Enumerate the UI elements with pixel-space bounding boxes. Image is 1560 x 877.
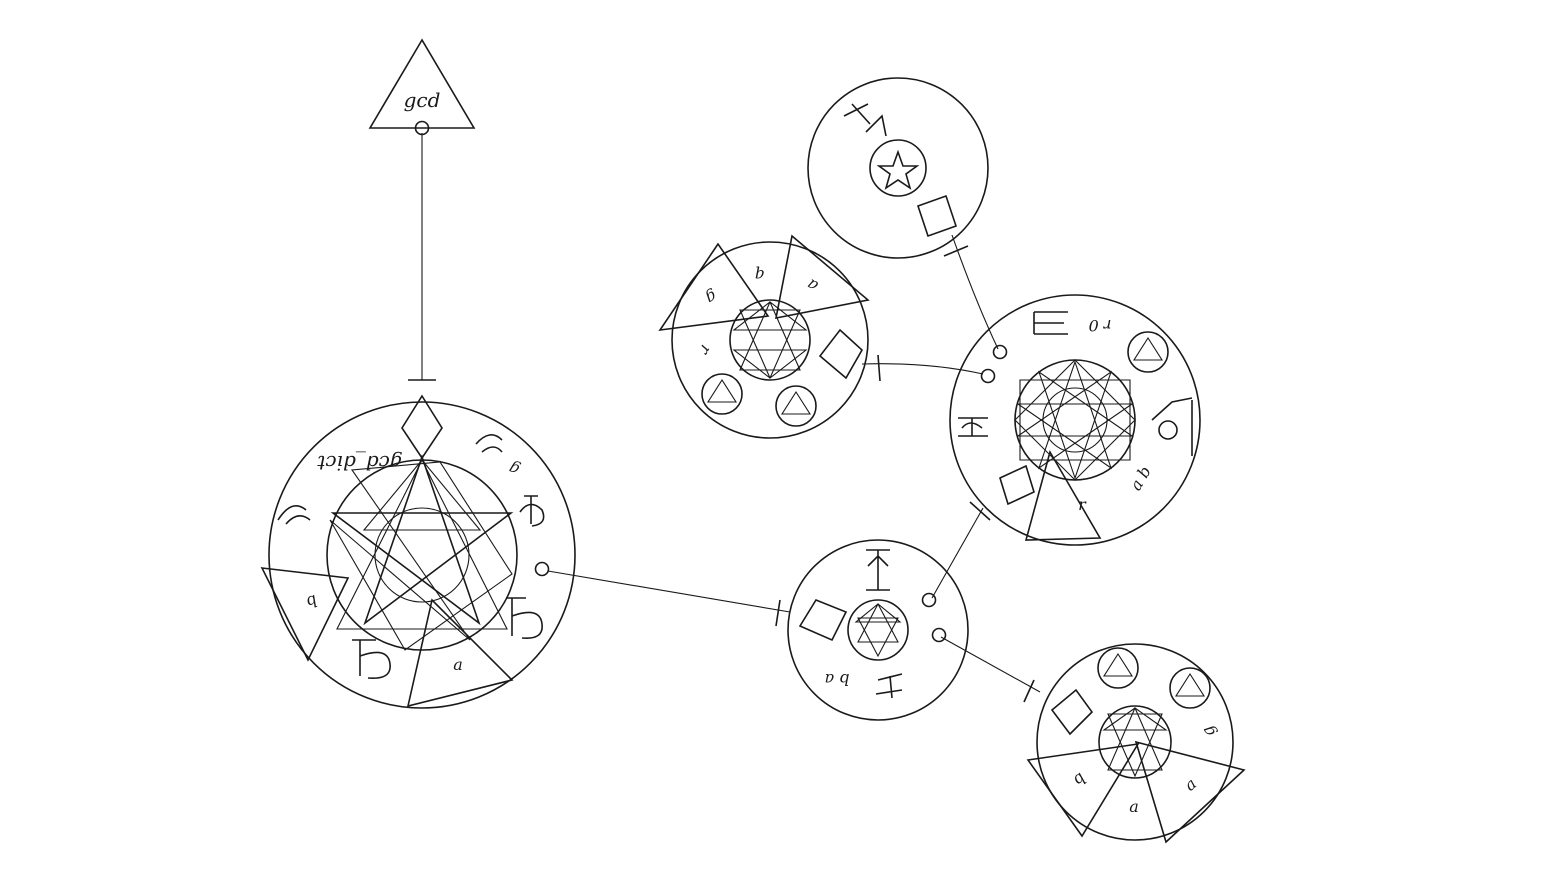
wire-tick [1023,679,1035,703]
pair-circle: b a [787,539,969,721]
bottom-label-a: a [1129,797,1139,816]
main-star-inner [336,459,508,630]
right-output-dot [1158,420,1178,440]
bottom-label-g: g [1198,723,1220,741]
root-output-dot [414,120,430,136]
star-circle-star [876,149,920,190]
wire-tick [969,501,991,521]
left-label-a: a [803,275,821,296]
bottom-label-a2: a [1181,774,1201,795]
bottom-diamond [1050,688,1094,736]
left-star-inner [732,309,808,379]
main-param-b-triangle [260,567,350,662]
right-label-r0: r 0 [1089,316,1112,335]
right-glyph-right [1151,397,1193,456]
main-glyph-right [506,597,543,640]
left-triangle-a [774,234,870,320]
left-label-r: r [695,342,716,359]
main-param-a: a [453,655,463,674]
pair-star [854,603,902,643]
left-label-g: g [703,287,721,309]
bottom-triangle-a [1134,740,1246,844]
main-param-a-triangle [406,598,514,708]
wire-tick [877,354,881,382]
right-glyph-top [1033,311,1068,335]
wire-main-pair [547,570,791,613]
wire-left-right [861,363,984,375]
main-glyph-bottom [352,639,391,680]
wire-pair-right [931,507,984,599]
main-param-b: b [304,591,320,612]
left-triangle-g [658,242,770,332]
root-label: gcd [404,88,441,112]
right-square [1019,379,1131,461]
bottom-triangle-b [1026,742,1140,838]
left-label-q: q [755,266,765,285]
main-star-lines [329,461,513,651]
pair-star-inner [857,617,899,658]
right-diamond [999,464,1035,506]
star-circle-glyph [843,103,887,137]
bottom-circle: g b a a [1026,643,1246,844]
main-output-dot [534,561,550,577]
wires [408,133,1041,703]
pair-glyph-bottom [875,673,903,699]
bottom-small-triangle-a [1102,652,1134,677]
main-arg-g: g [506,459,522,480]
wire-tick [775,599,781,627]
wire-tick [943,245,969,257]
star-circle [807,77,989,259]
bottom-small-triangle-b [1174,672,1206,697]
right-small-triangle [1132,336,1164,361]
right-glyph-left [958,417,988,437]
bottom-star [1102,707,1168,771]
bottom-label-b: b [1070,769,1090,790]
main-glyph-top-right [519,495,545,527]
right-label-ab: a b [1126,463,1155,494]
right-triangle-r [1024,449,1102,541]
right-diamond-inner [1014,359,1136,481]
main-star [330,454,514,626]
right-label-r: r [1078,495,1087,514]
pair-glyph-top [866,549,890,591]
right-input-dot-a [992,344,1008,360]
wire-star-right [951,234,999,350]
pair-label-ba: b a [825,670,850,689]
right-input-dot-b [980,368,996,384]
main-ring-label: gcd_dict [316,451,402,475]
pair-diamond [798,599,848,642]
left-small-triangle-b [780,390,812,415]
left-star [732,301,808,371]
wire-pair-bottom [940,636,1041,693]
left-circle: g q a r [658,234,870,439]
pair-output-dot-b [931,627,947,643]
main-diamond [401,394,443,460]
root-triangle: gcd [368,38,476,136]
right-circle: r 0 r a b [949,294,1201,546]
main-arc-glyphs [277,434,503,525]
main-circle: gcd_dict g b a [260,394,576,709]
left-small-triangle-a [706,378,738,403]
left-diamond [818,328,864,380]
star-circle-diamond [916,194,958,238]
pair-output-dot-a [921,592,937,608]
